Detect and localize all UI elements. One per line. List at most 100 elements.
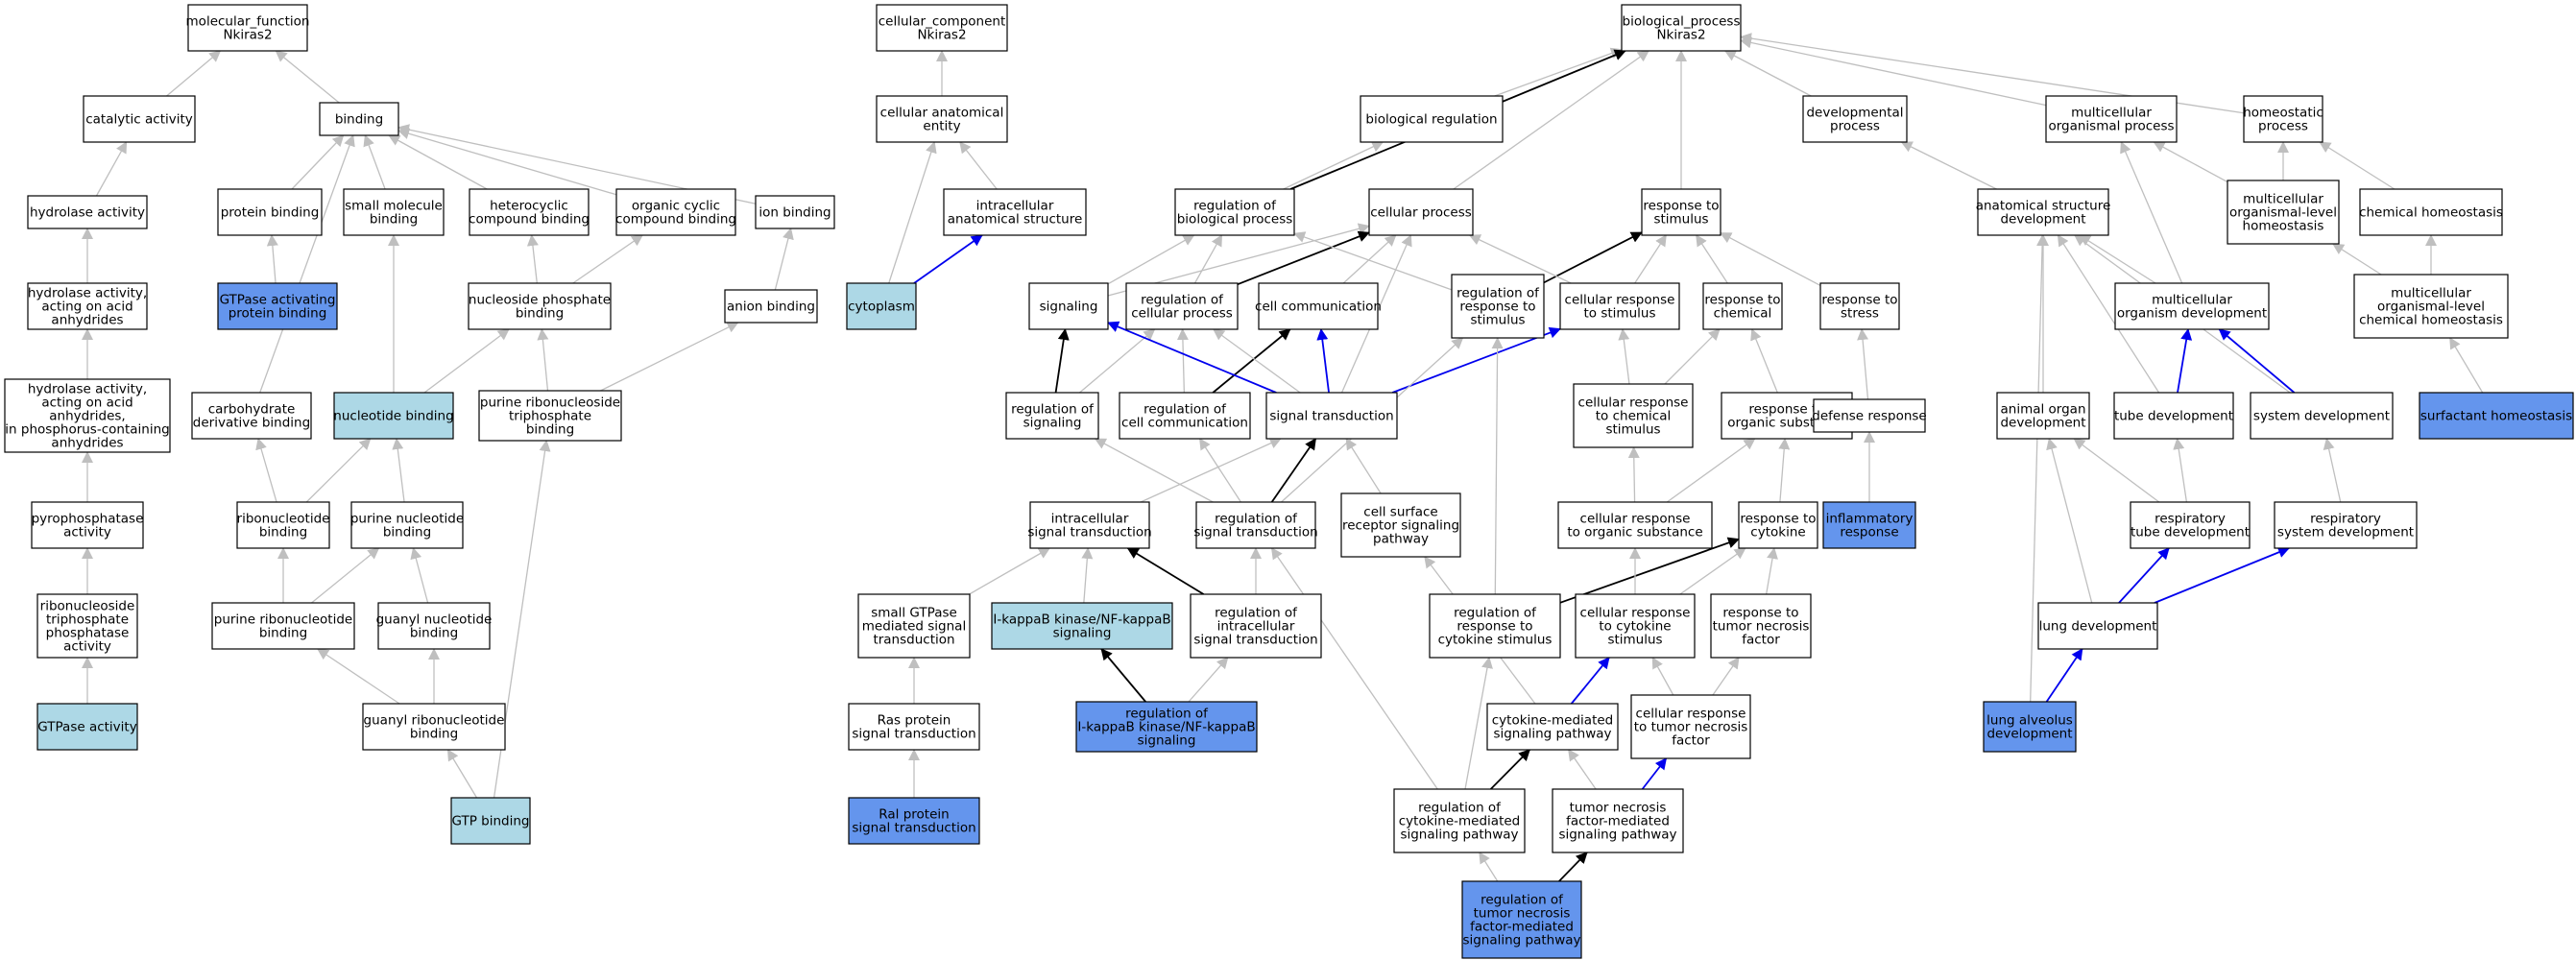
go-term-node-gtp-binding[interactable]: GTP binding <box>450 797 531 845</box>
edge-reg_resp_stim-to-resp_stim <box>1543 231 1643 284</box>
go-term-node-hydrolase-acid[interactable]: hydrolase activity,acting on acidanhydri… <box>27 282 148 330</box>
go-term-node-signal-trans[interactable]: signal transduction <box>1265 392 1398 440</box>
go-term-node-catalytic[interactable]: catalytic activity <box>83 95 196 143</box>
go-term-node-binding[interactable]: binding <box>319 102 399 136</box>
go-term-node-reg-ikappab[interactable]: regulation ofI-kappaB kinase/NF-kappaBsi… <box>1075 701 1258 753</box>
node-label-line: carbohydrate <box>208 402 296 418</box>
go-term-node-lung-dev[interactable]: lung development <box>2037 602 2158 650</box>
node-box <box>2243 95 2323 143</box>
node-label-line: regulation of <box>1141 293 1224 308</box>
edge-reg_signaling-to-reg_cell_proc <box>1079 328 1156 394</box>
node-box <box>1573 383 1694 448</box>
go-term-node-system-dev[interactable]: system development <box>2250 392 2394 440</box>
go-term-node-chem-homeo[interactable]: chemical homeostasis <box>2359 188 2503 236</box>
go-term-node-ion-binding[interactable]: ion binding <box>755 195 835 229</box>
go-term-node-cell-comm[interactable]: cell communication <box>1255 282 1382 330</box>
node-box <box>191 392 312 440</box>
node-label-line: response to <box>1740 512 1816 527</box>
go-term-node-bio-reg[interactable]: biological regulation <box>1360 95 1504 143</box>
node-label-line: Nkiras2 <box>223 28 272 43</box>
node-label-line: small GTPase <box>871 606 957 621</box>
node-label-line: ion binding <box>758 205 831 221</box>
go-term-node-nucleotide[interactable]: nucleotide binding <box>333 392 454 440</box>
go-term-node-protein-binding[interactable]: protein binding <box>217 188 323 236</box>
edge-cell_resp_tnf-to-cell_resp_cyto <box>1651 657 1674 696</box>
node-box <box>1977 188 2109 236</box>
go-term-node-cellular-process[interactable]: cellular process <box>1368 188 1474 236</box>
node-label-line: response to <box>1459 300 1535 315</box>
go-term-node-hydrolase-phos[interactable]: hydrolase activity,acting on acidanhydri… <box>4 378 171 453</box>
edge-reg_sig_trans-to-signal_trans <box>1270 438 1317 503</box>
go-term-node-defense[interactable]: defense response <box>1812 398 1927 433</box>
go-term-node-surfactant[interactable]: surfactant homeostasis <box>2419 392 2574 440</box>
node-label-line: intracellular <box>976 199 1054 214</box>
go-term-node-ribo-tri[interactable]: ribonucleosidetriphosphatephosphataseact… <box>36 593 138 659</box>
go-term-node-tube-dev[interactable]: tube development <box>2113 392 2234 440</box>
go-term-node-signaling[interactable]: signaling <box>1028 282 1109 330</box>
go-term-node-cytoplasm[interactable]: cytoplasm <box>846 282 917 330</box>
go-term-node-gtpase[interactable]: GTPase activity <box>36 703 138 751</box>
node-label-line: system development <box>2277 525 2414 540</box>
go-term-node-anion-binding[interactable]: anion binding <box>724 289 818 324</box>
go-term-node-hydrolase[interactable]: hydrolase activity <box>27 195 148 229</box>
go-term-node-reg-cyto-path[interactable]: regulation ofcytokine-mediatedsignaling … <box>1393 788 1526 853</box>
